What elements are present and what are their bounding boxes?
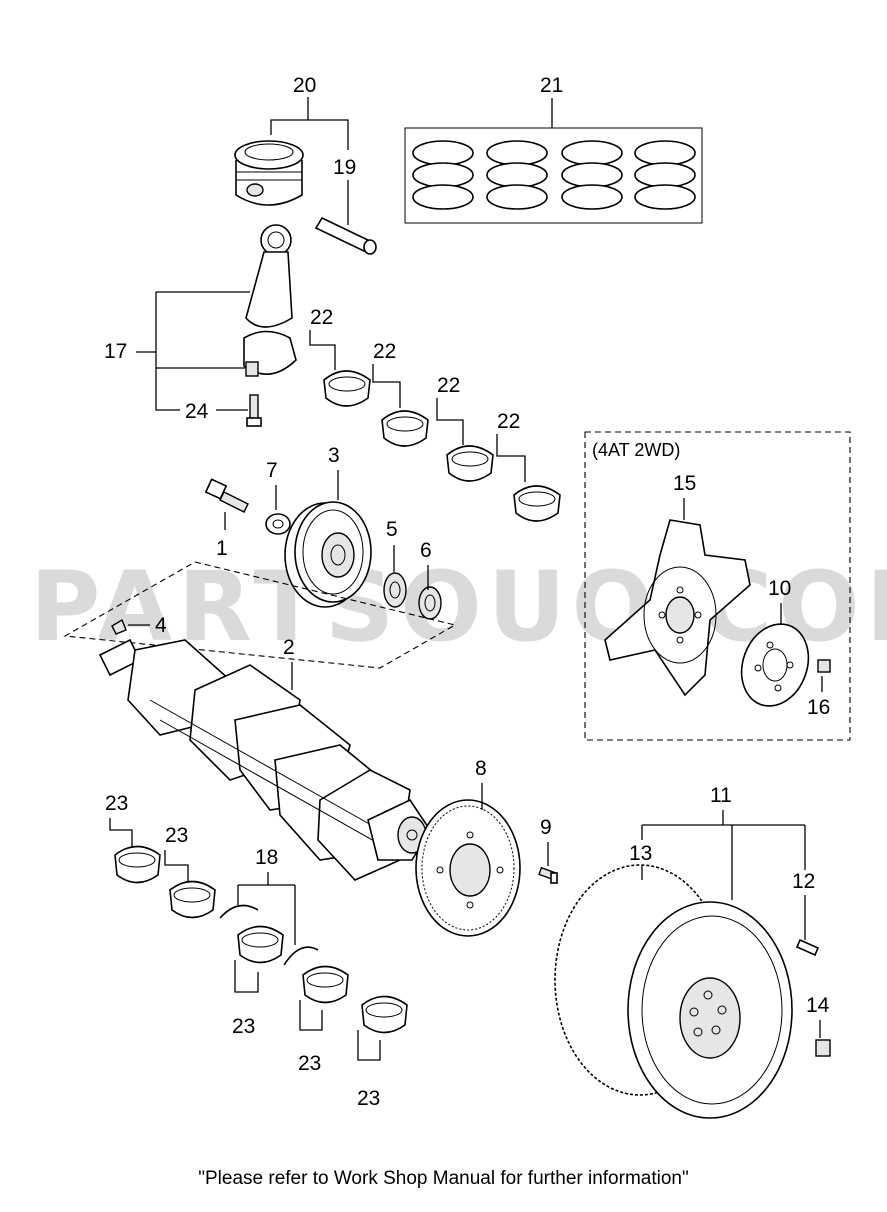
- assembly-outline: [63, 561, 457, 669]
- pulley-bolt[interactable]: [204, 478, 249, 513]
- rod-bearing[interactable]: [513, 485, 561, 522]
- main-bearing[interactable]: [114, 845, 161, 884]
- footer-note: "Please refer to Work Shop Manual for fu…: [198, 1168, 689, 1189]
- washer[interactable]: [265, 513, 291, 535]
- main-bearing[interactable]: [302, 965, 349, 1004]
- rod-bearing[interactable]: [381, 410, 429, 447]
- callout-14: 14: [806, 994, 830, 1017]
- oil-pump-sprocket[interactable]: [418, 586, 442, 620]
- rod-bearing[interactable]: [323, 370, 371, 407]
- drive-plate-bolt[interactable]: [817, 659, 831, 673]
- callout-22: 22: [373, 340, 396, 363]
- callout-6: 6: [420, 539, 432, 562]
- callout-5: 5: [386, 518, 398, 541]
- callout-7: 7: [266, 459, 278, 482]
- adapter-bolt[interactable]: [538, 866, 558, 884]
- callout-22: 22: [310, 306, 333, 329]
- callout-12: 12: [792, 870, 815, 893]
- callout-23: 23: [105, 792, 128, 815]
- rod-bearing[interactable]: [446, 445, 494, 482]
- thrust-bearing[interactable]: [219, 904, 319, 966]
- callout-9: 9: [540, 816, 552, 839]
- callout-21: 21: [540, 74, 563, 97]
- callout-23: 23: [165, 824, 188, 847]
- connecting-rod[interactable]: [243, 224, 297, 377]
- callout-23: 23: [298, 1052, 321, 1075]
- piston[interactable]: [234, 140, 304, 206]
- damper-pulley[interactable]: [284, 501, 372, 608]
- dowel-pin[interactable]: [795, 938, 820, 957]
- callout-20: 20: [293, 74, 316, 97]
- callout-18: 18: [255, 846, 278, 869]
- crankshaft[interactable]: [98, 638, 431, 881]
- callout-19: 19: [333, 156, 356, 179]
- drive-plate-adapter[interactable]: [415, 799, 521, 937]
- callout-2: 2: [283, 636, 295, 659]
- callout-11: 11: [710, 784, 732, 807]
- connecting-rod-bolt[interactable]: [246, 394, 262, 427]
- callout-22: 22: [497, 410, 520, 433]
- callout-10: 10: [768, 577, 791, 600]
- callout-16: 16: [807, 696, 830, 719]
- flywheel[interactable]: [627, 901, 793, 1119]
- crankshaft-sprocket[interactable]: [383, 572, 407, 608]
- main-bearing[interactable]: [237, 925, 284, 964]
- group-label-4at-2wd: (4AT 2WD): [592, 440, 680, 460]
- callout-15: 15: [673, 472, 696, 495]
- main-bearing[interactable]: [169, 880, 216, 919]
- woodruff-key[interactable]: [111, 618, 127, 635]
- callout-17: 17: [104, 340, 127, 363]
- callout-1: 1: [216, 537, 228, 560]
- piston-pin[interactable]: [314, 216, 377, 255]
- 4at-2wd-group-box: [584, 431, 851, 741]
- flywheel-bolt[interactable]: [815, 1039, 831, 1057]
- callout-23: 23: [357, 1087, 380, 1110]
- main-bearing[interactable]: [361, 995, 408, 1034]
- piston-rings[interactable]: [412, 140, 696, 210]
- drive-plate[interactable]: [604, 519, 751, 697]
- drive-plate-shim[interactable]: [731, 615, 820, 716]
- callout-13: 13: [629, 842, 652, 865]
- callout-22: 22: [437, 374, 460, 397]
- callout-24: 24: [185, 400, 209, 423]
- ring-set-box: [404, 127, 703, 224]
- callout-4: 4: [155, 614, 167, 637]
- callout-8: 8: [475, 757, 487, 780]
- callout-23: 23: [232, 1015, 255, 1038]
- callout-3: 3: [328, 444, 340, 467]
